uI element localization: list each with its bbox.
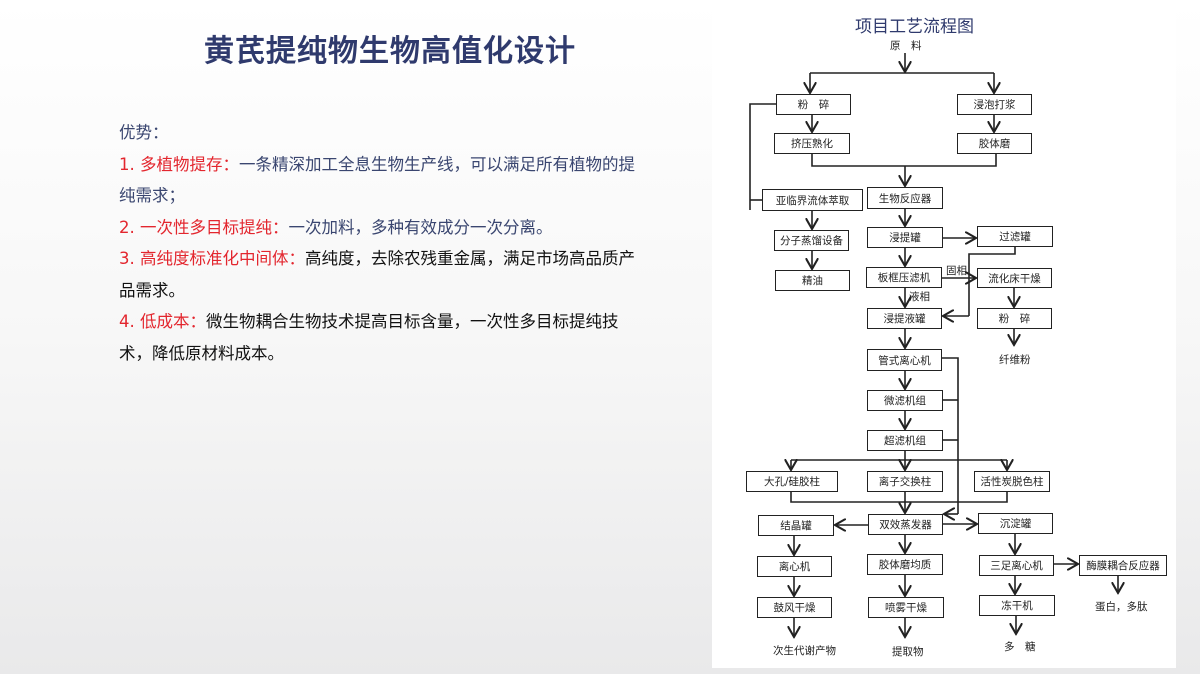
box-ultrafiltration: 超滤机组 xyxy=(867,430,943,451)
box-microfiltration: 微滤机组 xyxy=(867,390,943,411)
box-extract-liquid-tank: 浸提液罐 xyxy=(867,308,942,329)
advantage-text: 高纯度，去除农残重金属，满足市场高品质产品需求。 xyxy=(119,249,635,300)
secondary-metabolites-label: 次生代谢产物 xyxy=(773,645,836,657)
box-double-effect-evaporator: 双效蒸发器 xyxy=(868,514,943,535)
extract-label: 提取物 xyxy=(892,646,924,658)
box-molecular-distillation: 分子蒸馏设备 xyxy=(774,230,849,251)
box-blast-drying: 鼓风干燥 xyxy=(757,597,832,618)
advantage-text: 一次加料，多种有效成分一次分离。 xyxy=(288,217,553,237)
box-essential-oil: 精油 xyxy=(775,270,850,291)
advantage-item: 3. 高纯度标准化中间体：高纯度，去除农残重金属，满足市场高品质产品需求。 xyxy=(119,243,639,306)
box-plate-filter: 板框压滤机 xyxy=(866,267,942,288)
box-centrifuge: 离心机 xyxy=(757,556,832,577)
polysaccharide-label: 多 糖 xyxy=(1004,641,1036,653)
box-subcritical-extraction: 亚临界流体萃取 xyxy=(762,189,863,211)
liquid-phase-label: 液相 xyxy=(909,291,930,303)
flowchart-title: 项目工艺流程图 xyxy=(855,17,974,37)
box-extrusion: 挤压熟化 xyxy=(774,133,850,154)
box-crush: 粉 碎 xyxy=(776,94,851,115)
box-extraction-tank: 浸提罐 xyxy=(867,227,943,248)
box-precipitation-tank: 沉淀罐 xyxy=(978,513,1053,534)
advantage-label: 2. 一次性多目标提纯： xyxy=(119,217,289,237)
box-crush-2: 粉 碎 xyxy=(977,308,1052,329)
advantages-heading: 优势： xyxy=(119,123,169,142)
box-bioreactor: 生物反应器 xyxy=(867,187,943,209)
advantage-text: 一条精深加工全息生物生产线，可以满足所有植物的提纯需求； xyxy=(119,154,635,206)
protein-peptide-label: 蛋白，多肽 xyxy=(1095,601,1148,613)
box-macroporous-column: 大孔/硅胶柱 xyxy=(746,471,838,492)
advantage-text: 微生物耦合生物技术提高目标含量，一次性多目标提纯技术，降低原材料成本。 xyxy=(119,312,619,363)
box-freeze-dryer: 冻干机 xyxy=(979,595,1055,616)
advantages-text: 优势： 1. 多植物提存：一条精深加工全息生物生产线，可以满足所有植物的提纯需求… xyxy=(119,117,639,369)
fiber-powder-label: 纤维粉 xyxy=(999,354,1031,366)
box-tripod-centrifuge: 三足离心机 xyxy=(979,555,1054,576)
advantage-item: 2. 一次性多目标提纯：一次加料，多种有效成分一次分离。 xyxy=(119,212,639,244)
solid-phase-label: 固相 xyxy=(946,265,967,277)
box-fluid-bed-dryer: 流化床干燥 xyxy=(977,268,1052,288)
box-filter-tank: 过滤罐 xyxy=(977,226,1053,247)
box-colloid-homogenize: 胶体磨均质 xyxy=(867,554,943,575)
slide-title: 黄芪提纯物生物高值化设计 xyxy=(204,34,576,69)
box-soak-pulp: 浸泡打浆 xyxy=(957,94,1032,115)
box-activated-carbon: 活性炭脱色柱 xyxy=(974,471,1050,492)
advantage-label: 3. 高纯度标准化中间体： xyxy=(119,249,305,268)
box-crystallization-tank: 结晶罐 xyxy=(758,515,834,536)
advantage-label: 4. 低成本： xyxy=(119,312,206,331)
box-ion-exchange: 离子交换柱 xyxy=(867,471,943,492)
advantage-label: 1. 多植物提存： xyxy=(119,154,239,174)
box-enzyme-membrane-reactor: 酶膜耦合反应器 xyxy=(1079,555,1167,576)
advantage-item: 4. 低成本：微生物耦合生物技术提高目标含量，一次性多目标提纯技术，降低原材料成… xyxy=(119,306,639,369)
box-spray-drying: 喷雾干燥 xyxy=(868,597,944,618)
box-tubular-centrifuge: 管式离心机 xyxy=(867,349,942,371)
advantage-item: 1. 多植物提存：一条精深加工全息生物生产线，可以满足所有植物的提纯需求； xyxy=(119,149,639,212)
raw-material-label: 原 料 xyxy=(890,40,922,52)
box-colloid-mill: 胶体磨 xyxy=(957,133,1032,154)
